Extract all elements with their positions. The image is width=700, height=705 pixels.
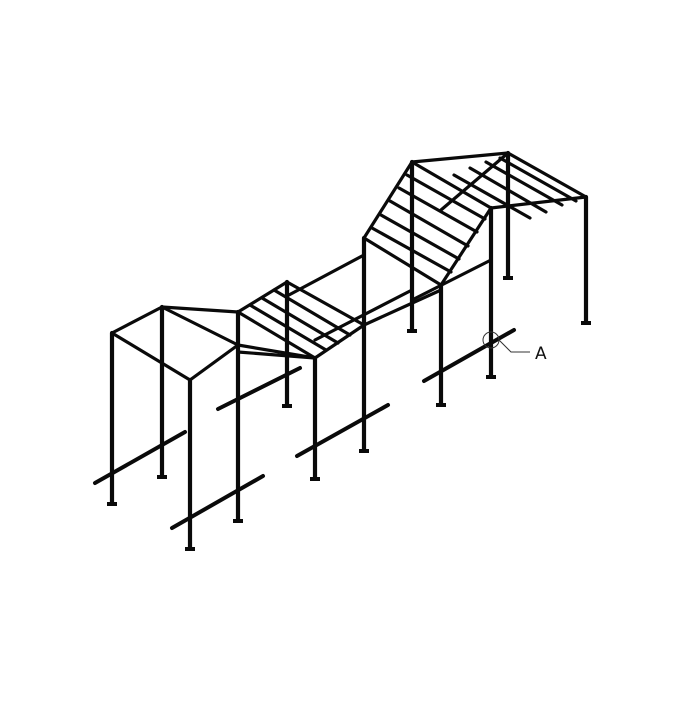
post-1-foot	[107, 502, 117, 506]
post-4-foot	[233, 519, 243, 523]
rail-r4	[439, 151, 510, 212]
post-12-foot	[581, 321, 591, 325]
rung-a4	[397, 186, 479, 234]
rail-l1	[110, 305, 164, 335]
rail-low1	[362, 288, 443, 327]
rail-b3	[313, 323, 366, 360]
rung-a2	[379, 213, 461, 261]
post-6-foot	[310, 477, 320, 481]
rail-a2	[410, 160, 493, 210]
rail-low2	[410, 258, 493, 302]
bar-r1	[452, 173, 532, 220]
post-5-foot	[282, 404, 292, 408]
post-2-foot	[157, 475, 167, 479]
post-10-foot	[486, 375, 496, 379]
post-3-foot	[185, 547, 195, 551]
rung-a1	[370, 226, 453, 274]
rail-a3	[362, 236, 443, 287]
rail-m2	[313, 288, 414, 342]
rail-r2	[506, 151, 588, 199]
bar-r4	[498, 156, 578, 203]
rung-a5	[405, 173, 487, 221]
rail-l5	[160, 305, 240, 314]
floor-bar-1	[93, 430, 187, 485]
post-11-foot	[503, 276, 513, 280]
rail-l4	[188, 343, 240, 382]
bar-r2	[468, 166, 548, 214]
floor-bar-2	[170, 474, 265, 530]
rail-r1	[410, 151, 510, 164]
rail-c1	[236, 310, 317, 360]
floor-bar-5	[422, 328, 516, 383]
rail-a1	[362, 160, 414, 240]
rail-m1	[285, 253, 366, 298]
floor-bar-4	[295, 403, 390, 458]
bar-b1	[248, 303, 328, 352]
post-8-foot	[407, 329, 417, 333]
callout-label-a: A	[535, 344, 547, 364]
rail-l3	[110, 331, 192, 382]
rail-c3	[236, 350, 317, 360]
callout-leader-a	[498, 339, 530, 353]
post-7-foot	[359, 449, 369, 453]
bar-r3	[484, 160, 564, 207]
post-9-foot	[436, 403, 446, 407]
floor-bar-3	[216, 366, 302, 411]
rung-a3	[388, 199, 470, 248]
rail-l2	[160, 305, 240, 347]
